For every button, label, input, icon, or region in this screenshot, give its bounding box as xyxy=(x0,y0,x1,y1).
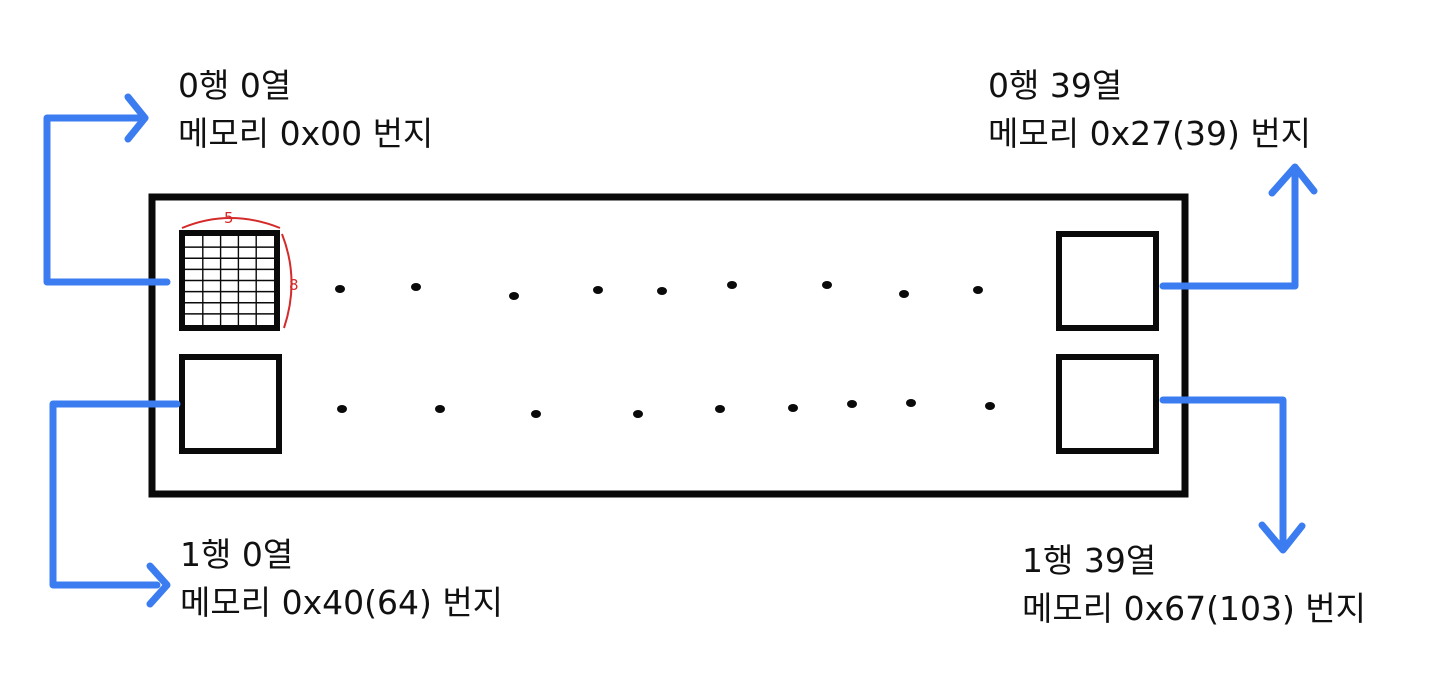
ellipsis-dot xyxy=(593,286,603,294)
arrow-row1-col39-head xyxy=(1258,521,1306,554)
ellipsis-dot xyxy=(411,283,421,291)
label-row0-col39-position: 0행 39열 xyxy=(988,66,1123,105)
label-row0-col39-address: 메모리 0x27(39) 번지 xyxy=(988,114,1312,153)
arrow-row0-col0-line xyxy=(43,114,171,286)
ellipsis-dot xyxy=(788,404,798,412)
label-row0-col0-address: 메모리 0x00 번지 xyxy=(178,114,434,153)
ellipsis-dot xyxy=(727,281,737,289)
cell-row0-col39 xyxy=(1056,231,1159,331)
arrow-row1-col0 xyxy=(49,400,181,608)
ellipsis-dot xyxy=(335,285,345,293)
label-row1-col39-address: 메모리 0x67(103) 번지 xyxy=(1022,589,1367,628)
ellipsis-dot xyxy=(847,400,857,408)
arrow-row0-col0 xyxy=(43,93,171,286)
ellipsis-dots-row0 xyxy=(335,281,983,300)
ellipsis-dot xyxy=(899,290,909,298)
ellipsis-dot xyxy=(973,286,983,294)
arrow-row1-col0-head xyxy=(146,562,171,608)
width-label: 5 xyxy=(224,209,234,227)
arrow-row1-col0-line xyxy=(49,400,181,589)
height-annotation-arc xyxy=(281,233,293,329)
ellipsis-dots-row1 xyxy=(337,399,995,418)
cell-row0-col0-box xyxy=(179,230,280,331)
ellipsis-dot xyxy=(657,287,667,295)
label-row0-col0-position: 0행 0열 xyxy=(178,66,292,105)
ellipsis-dot xyxy=(985,402,995,410)
arrow-row1-col39 xyxy=(1159,396,1306,554)
ellipsis-dot xyxy=(633,410,643,418)
ellipsis-dot xyxy=(715,405,725,413)
label-row0-col39: 0행 39열 메모리 0x27(39) 번지 xyxy=(988,62,1311,158)
grid-dimension-annotation: 5 8 xyxy=(181,209,299,329)
label-row1-col0: 1행 0열 메모리 0x40(64) 번지 xyxy=(180,531,503,627)
pixel-grid xyxy=(185,236,274,325)
label-row0-col0: 0행 0열 메모리 0x00 번지 xyxy=(178,62,433,158)
width-annotation-arc xyxy=(181,217,281,229)
height-label: 8 xyxy=(289,276,299,294)
ellipsis-dot xyxy=(906,399,916,407)
arrow-row0-col39-head xyxy=(1268,163,1318,197)
ellipsis-dot xyxy=(822,281,832,289)
label-row1-col0-address: 메모리 0x40(64) 번지 xyxy=(180,583,504,622)
cell-row1-col0 xyxy=(179,354,282,454)
arrow-row0-col39 xyxy=(1159,163,1318,290)
label-row1-col39-position: 1행 39열 xyxy=(1022,541,1157,580)
arrow-row1-col39-line xyxy=(1159,396,1287,547)
label-row1-col39: 1행 39열 메모리 0x67(103) 번지 xyxy=(1022,537,1366,633)
display-frame xyxy=(148,193,1189,498)
cell-row1-col39 xyxy=(1056,354,1159,454)
label-row1-col0-position: 1행 0열 xyxy=(180,535,294,574)
ellipsis-dot xyxy=(531,410,541,418)
ellipsis-dot xyxy=(337,405,347,413)
arrow-row0-col39-line xyxy=(1159,172,1299,290)
ellipsis-dot xyxy=(509,292,519,300)
arrow-row0-col0-head xyxy=(124,93,149,143)
ellipsis-dot xyxy=(435,405,445,413)
cell-row0-col0 xyxy=(179,230,280,331)
